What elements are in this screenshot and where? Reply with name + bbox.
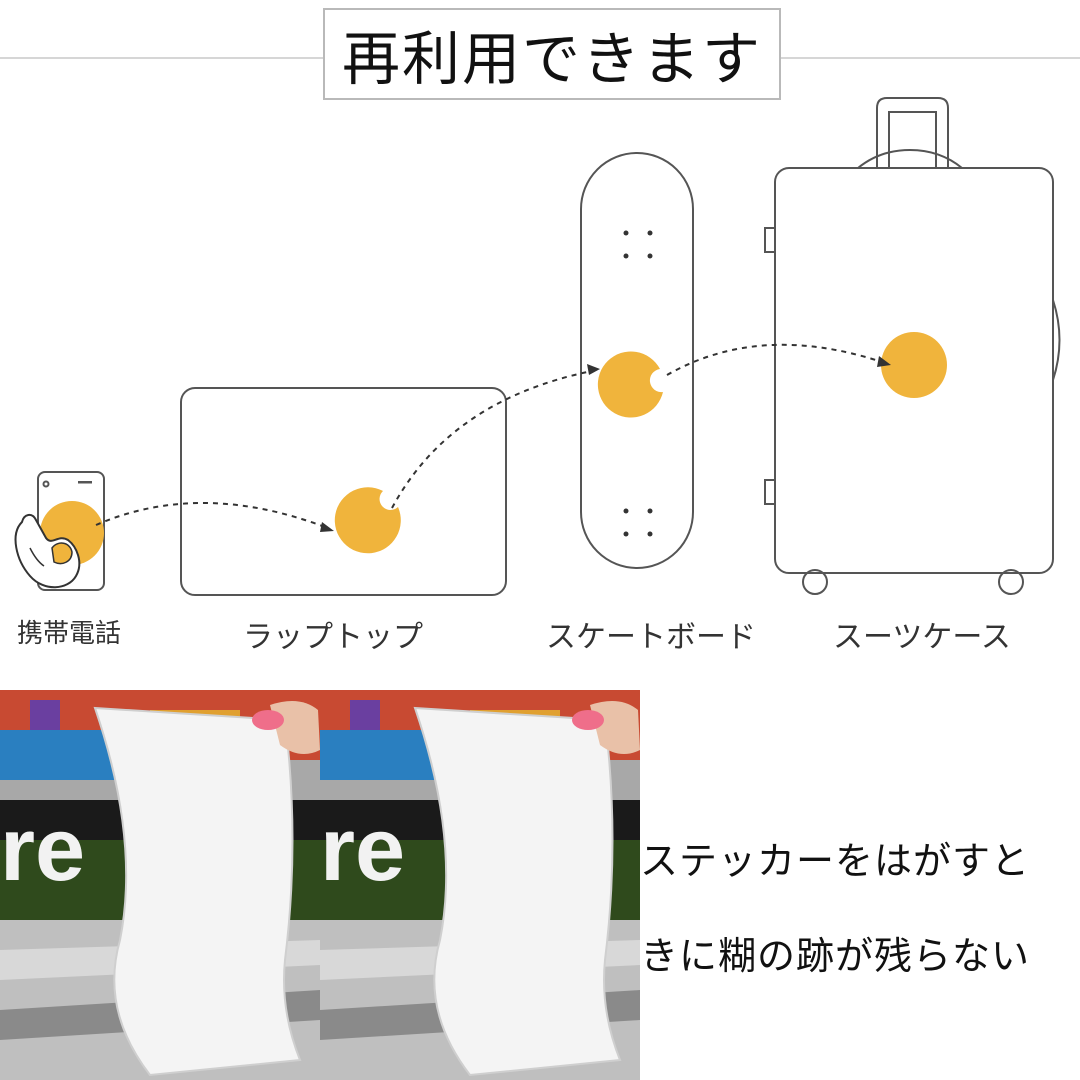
label-skateboard: スケートボード xyxy=(546,620,756,655)
arrow-heads xyxy=(320,356,891,532)
suitcase-sticker xyxy=(881,332,947,398)
peeling-photo-1: re xyxy=(0,690,320,1080)
peeling-photo-2: re xyxy=(320,690,640,1080)
label-suitcase: スーツケース xyxy=(833,620,1011,655)
caption-line-1: ステッカーをはがすと xyxy=(640,839,1031,883)
photo-sign-text: re xyxy=(0,800,85,900)
caption-line-2: きに糊の跡が残らない xyxy=(640,934,1031,978)
hand-illustration xyxy=(14,514,81,589)
usage-illustration xyxy=(14,97,1061,596)
page-title: 再利用できます xyxy=(323,8,781,100)
photo-sign-text: re xyxy=(320,800,405,900)
skateboard-bolts xyxy=(623,230,653,537)
label-phone: 携帯電話 xyxy=(17,619,122,649)
laptop-illustration xyxy=(180,387,507,596)
laptop-sticker xyxy=(334,487,401,554)
flow-arrows xyxy=(95,343,883,528)
label-laptop: ラップトップ xyxy=(243,620,423,655)
skateboard-sticker xyxy=(597,351,663,418)
